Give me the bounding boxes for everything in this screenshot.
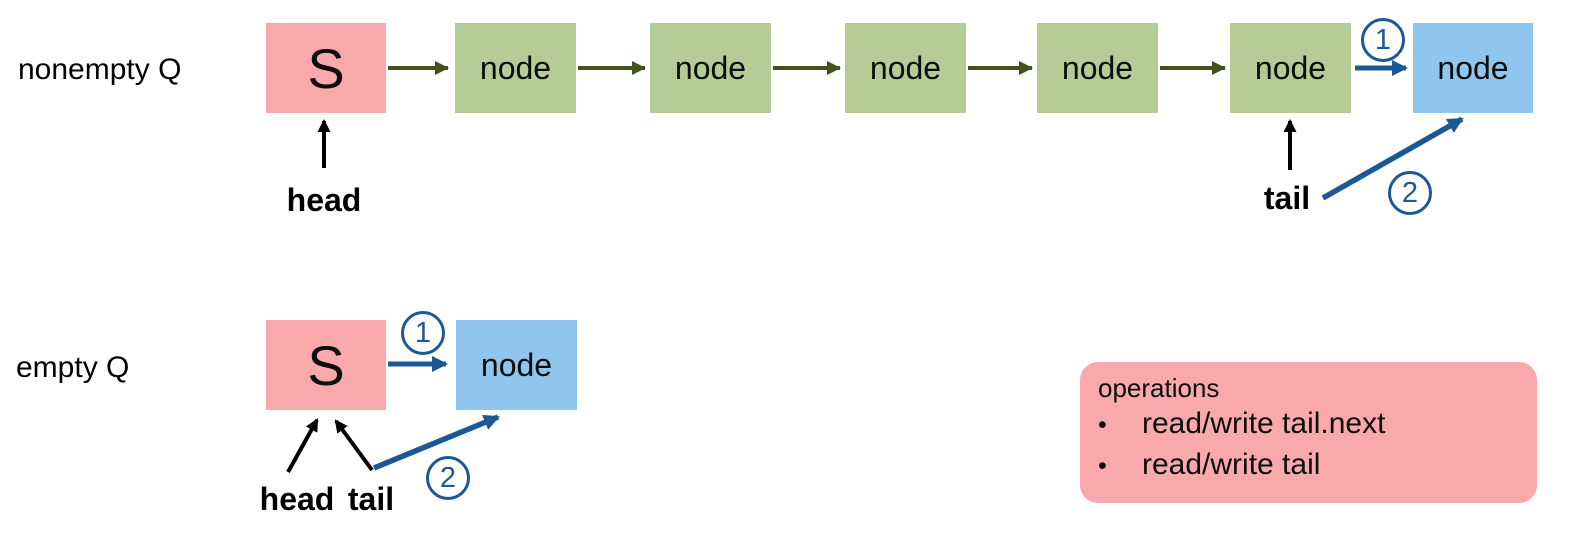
row-label-nonempty: nonempty Q [18, 53, 182, 86]
node-box-5: node [1230, 23, 1351, 113]
node-label: node [869, 49, 942, 86]
operations-item-text: read/write tail [1142, 448, 1321, 481]
operations-item-2: • read/write tail [1098, 445, 1527, 486]
step2-number: 2 [439, 461, 457, 494]
step1-number: 1 [414, 316, 432, 349]
step2-arrow-empty [372, 414, 500, 471]
tail-label-empty: tail [347, 481, 395, 517]
step1-badge-nonempty: 1 [1361, 18, 1405, 62]
node-label: node [1061, 49, 1134, 86]
sentinel-box-empty: S [266, 320, 386, 410]
tail-pointer-arrow-empty [334, 419, 374, 472]
step1-number: 1 [1374, 23, 1392, 56]
operations-item-text: read/write tail.next [1142, 407, 1386, 440]
node-box-4: node [1037, 23, 1158, 113]
step2-arrow-nonempty [1321, 116, 1464, 201]
bullet-icon: • [1098, 411, 1107, 439]
step2-number: 2 [1401, 176, 1419, 209]
step2-badge-nonempty: 2 [1388, 171, 1432, 215]
sentinel-box-nonempty: S [266, 23, 386, 113]
head-pointer-arrow-empty [286, 418, 319, 473]
step1-badge-empty: 1 [401, 311, 445, 355]
node-label: node [1437, 49, 1509, 86]
head-label-empty: head [259, 481, 335, 517]
new-node-box-empty: node [456, 320, 577, 410]
node-label: node [479, 49, 552, 86]
node-box-3: node [845, 23, 966, 113]
sentinel-label: S [307, 36, 345, 100]
operations-title: operations [1098, 373, 1220, 403]
node-label: node [674, 49, 747, 86]
new-node-box-nonempty: node [1413, 23, 1533, 113]
tail-label-nonempty: tail [1263, 180, 1311, 216]
node-box-2: node [650, 23, 771, 113]
head-label-nonempty: head [286, 182, 362, 218]
step2-badge-empty: 2 [426, 456, 470, 500]
operations-panel: operations • read/write tail.next • read… [1080, 362, 1537, 503]
node-label: node [480, 346, 553, 383]
node-box-1: node [455, 23, 576, 113]
sentinel-label: S [307, 333, 345, 397]
operations-item-1: • read/write tail.next [1098, 404, 1527, 445]
bullet-icon: • [1098, 452, 1107, 480]
row-label-empty: empty Q [16, 351, 130, 384]
node-label: node [1254, 49, 1327, 86]
